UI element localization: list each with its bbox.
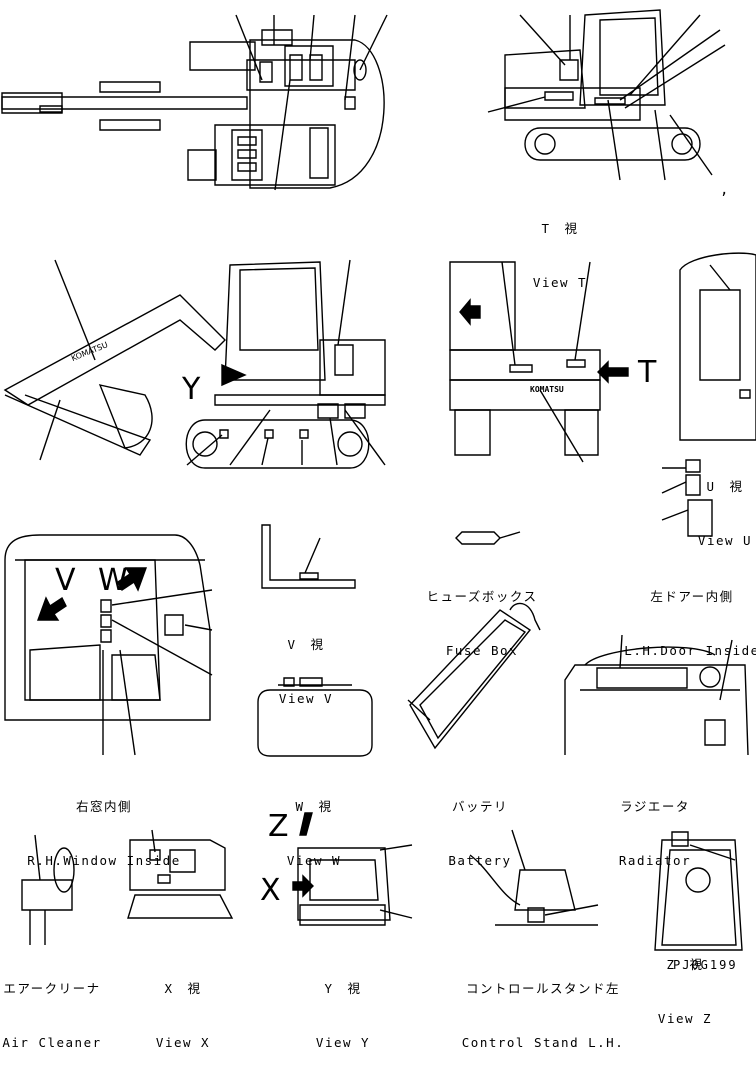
view-z-drawing [655, 832, 742, 950]
caption-en: View V [278, 691, 334, 706]
caption-jp: T 視 [541, 221, 579, 236]
battery-drawing [408, 603, 540, 748]
caption-control-stand: コントロールスタンド左 Control Stand L.H. [462, 944, 624, 1070]
caption-radiator: ラジエータ Radiator [619, 762, 691, 888]
caption-jp: コントロールスタンド左 [465, 981, 620, 996]
caption-lh-door: 左ドアー内側 L.H.Door Inside [624, 552, 756, 678]
caption-en: Battery [448, 853, 512, 868]
caption-en: View U [697, 533, 753, 548]
caption-battery: バッテリ Battery [448, 762, 511, 888]
view-letter-w: W [98, 563, 128, 598]
fuse-box-drawing [456, 532, 520, 544]
brand-mark-rear: KOMATSU [530, 385, 564, 394]
view-u-drawing [450, 262, 628, 462]
caption-fuse-box: ヒューズボックス Fuse Box [426, 552, 537, 678]
view-letter-y: Y [182, 372, 201, 407]
caption-view-z: Z 視 View Z [658, 920, 712, 1046]
caption-jp: エアークリーナ [3, 981, 101, 996]
view-w-drawing [258, 678, 372, 756]
caption-jp: W 視 [295, 799, 333, 814]
rh-window-drawing [5, 535, 212, 755]
stray-mark: , [720, 182, 731, 198]
caption-en: View X [155, 1035, 211, 1050]
caption-en: Air Cleaner [2, 1035, 102, 1050]
view-t-drawing [488, 10, 725, 180]
view-v-drawing [262, 525, 355, 588]
caption-jp: U 視 [706, 479, 744, 494]
radiator-drawing [565, 635, 748, 755]
caption-en: Radiator [618, 853, 692, 868]
caption-view-v: V 視 View V [279, 600, 333, 726]
view-letter-t: T [638, 355, 657, 390]
caption-en: Control Stand L.H. [461, 1035, 625, 1050]
top-plan-view [2, 15, 387, 190]
caption-rh-window: 右窓内側 R.H.Window Inside [27, 762, 180, 888]
view-letter-z: Z [268, 809, 289, 844]
parts-diagram: KOMATSU [0, 0, 756, 977]
caption-jp: V 視 [287, 637, 325, 652]
view-letter-v: V [55, 563, 76, 598]
caption-en: R.H.Window Inside [27, 853, 181, 868]
cab-partial [680, 253, 756, 440]
lh-door-drawing [662, 460, 712, 536]
caption-jp: Y 視 [324, 981, 362, 996]
side-view: KOMATSU [5, 260, 385, 468]
control-stand-drawing [470, 830, 598, 925]
caption-en: L.H.Door Inside [624, 643, 756, 658]
caption-en: View T [532, 275, 588, 290]
caption-jp: 左ドアー内側 [650, 589, 734, 604]
view-y-drawing [293, 813, 412, 925]
caption-view-y: Y 視 View Y [316, 944, 370, 1070]
caption-jp: ラジエータ [620, 799, 690, 814]
caption-air-cleaner: エアークリーナ Air Cleaner [2, 944, 101, 1070]
caption-jp: 右窓内側 [75, 799, 132, 814]
drawing-code: PJ0G199 [673, 958, 738, 972]
caption-jp: ヒューズボックス [426, 589, 538, 604]
air-cleaner-drawing [22, 835, 74, 945]
caption-en: Fuse Box [445, 643, 519, 658]
caption-en: View W [286, 853, 342, 868]
caption-view-w: W 視 View W [287, 762, 341, 888]
caption-en: View Y [315, 1035, 371, 1050]
caption-jp: Z 視 [666, 957, 704, 972]
view-x-drawing [128, 830, 232, 918]
caption-view-t: T 視 View T [533, 184, 587, 310]
caption-jp: バッテリ [451, 799, 508, 814]
caption-en: View Z [657, 1011, 713, 1026]
caption-view-x: X 視 View X [156, 944, 210, 1070]
view-letter-x: X [260, 873, 281, 908]
caption-jp: X 視 [164, 981, 202, 996]
caption-view-u: U 視 View U [698, 442, 752, 568]
